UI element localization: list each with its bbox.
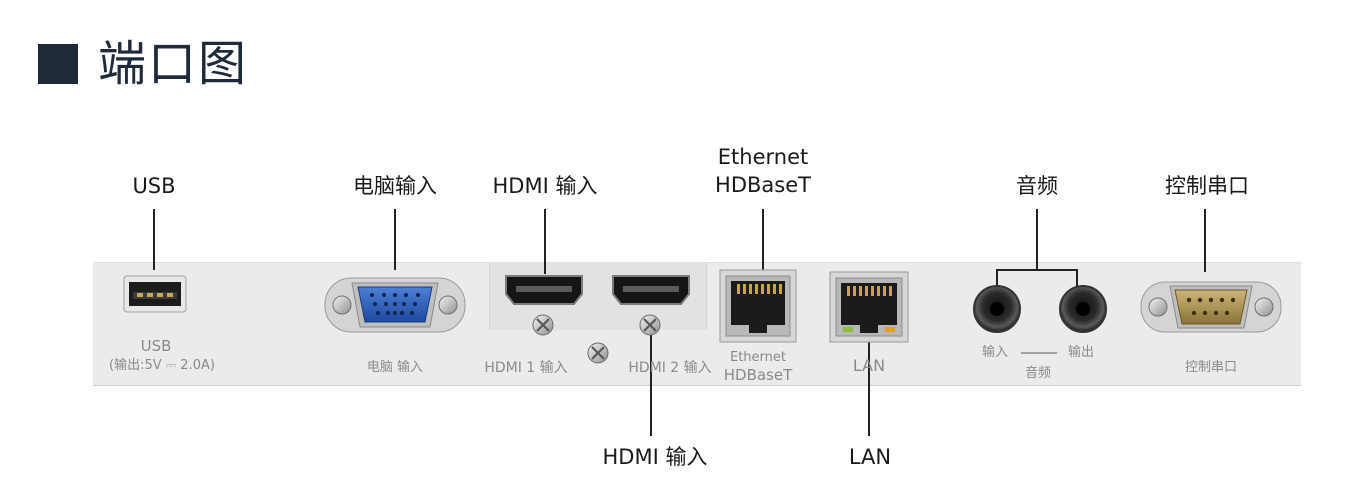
- leader-lines: [153, 209, 1206, 436]
- callout-lan: LAN: [848, 445, 892, 469]
- audio-out-jack-icon: [1059, 285, 1107, 333]
- panel-label-pc-input: 电脑 输入: [366, 360, 424, 375]
- panel-label-audio-in: 输入: [981, 345, 1008, 360]
- callout-ethernet-line2: HDBaseT: [715, 173, 811, 197]
- audio-in-jack-icon: [973, 285, 1021, 333]
- callout-pc-input: 电脑输入: [353, 174, 437, 198]
- hdmi1-port-icon: [505, 275, 583, 336]
- callout-hdmi-input-top: HDMI 输入: [492, 174, 598, 198]
- lan-port-icon: [829, 271, 909, 343]
- callout-ethernet: Ethernet HDBaseT: [700, 143, 826, 199]
- panel-label-usb-spec: (输出:5V ⎓ 2.0A): [109, 358, 215, 373]
- chassis-screw-icon: [587, 342, 609, 364]
- panel-label-audio-out: 输出: [1067, 345, 1094, 360]
- page-title: 端口图: [98, 36, 249, 92]
- hdmi2-port-icon: [612, 275, 690, 336]
- callout-hdmi-input-bottom: HDMI 输入: [602, 445, 708, 469]
- vga-port-icon: [324, 277, 466, 333]
- panel-label-audio: 音频: [1024, 366, 1051, 381]
- panel-label-serial: 控制串口: [1184, 360, 1237, 375]
- callout-usb: USB: [132, 174, 176, 198]
- callout-ethernet-line1: Ethernet: [717, 145, 809, 169]
- panel-label-hdbaset: HDBaseT: [723, 366, 793, 384]
- panel-label-lan: LAN: [852, 356, 886, 375]
- serial-port-icon: [1140, 281, 1282, 333]
- panel-label-usb: USB: [140, 337, 172, 355]
- title-square-icon: [38, 44, 78, 84]
- callout-serial: 控制串口: [1165, 174, 1249, 198]
- callout-audio: 音频: [1016, 174, 1058, 198]
- usb-port-icon: [123, 275, 187, 313]
- hdbaset-port-icon: [719, 269, 797, 343]
- panel-label-hdmi2: HDMI 2 输入: [628, 360, 712, 376]
- panel-label-hdmi1: HDMI 1 输入: [484, 360, 568, 376]
- panel-label-ethernet: Ethernet: [730, 350, 786, 365]
- leader-audio-bracket: [996, 269, 1078, 286]
